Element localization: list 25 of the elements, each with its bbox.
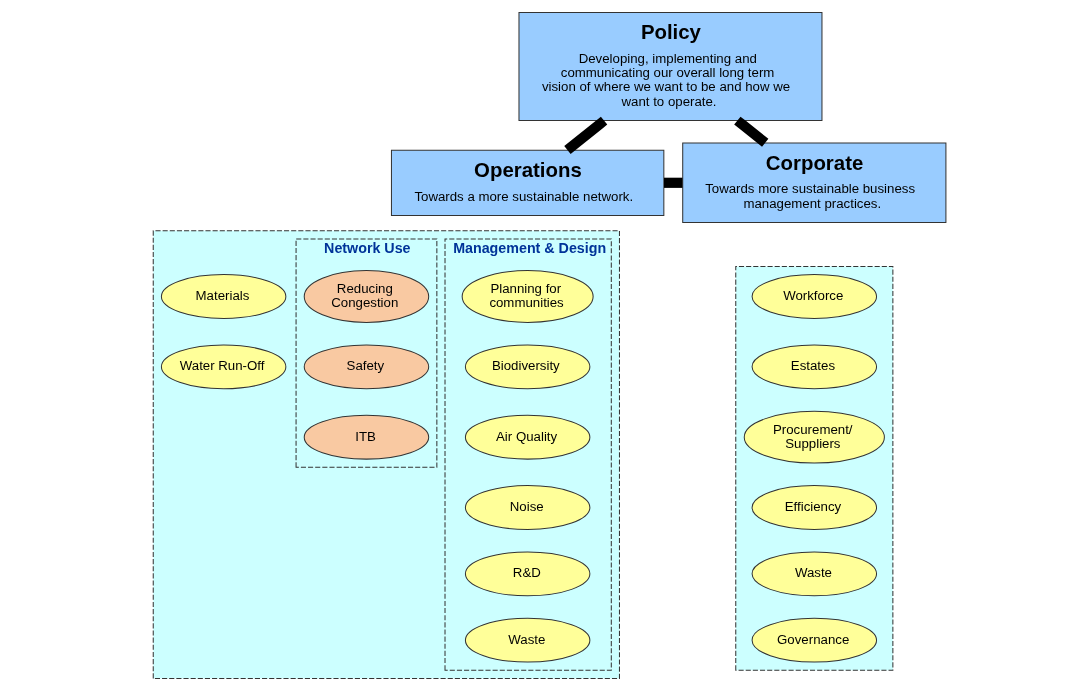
node-ellipse: Waste (464, 617, 591, 663)
cluster (152, 230, 620, 679)
node-ellipse: Materials (160, 274, 287, 319)
cluster (735, 265, 894, 671)
node-ellipse: Biodiversity (464, 344, 591, 390)
node-box: Operations Towards a more sustainable network. (390, 149, 665, 216)
node-box: Policy Developing, implementing and communicating our overall long term vision of where we want to be and how we want to operate. (518, 11, 823, 122)
node-ellipse: Waste (751, 551, 878, 597)
connector (664, 177, 683, 188)
node-ellipse: Efficiency (751, 485, 878, 530)
node-box: Corporate Towards more sustainable business management practices. (682, 142, 947, 224)
node-ellipse: ITB (303, 414, 430, 460)
node-ellipse: Reducing Congestion (303, 270, 430, 323)
node-ellipse: Planning for communities (461, 270, 594, 323)
node-ellipse: Procurement/ Suppliers (743, 410, 885, 464)
connector (734, 116, 769, 147)
node-ellipse: Air Quality (464, 414, 591, 460)
node-ellipse: Safety (303, 344, 430, 390)
connector (564, 116, 608, 154)
node-ellipse: Governance (751, 617, 878, 663)
node-ellipse: Estates (751, 344, 878, 390)
node-ellipse: Water Run-Off (160, 344, 287, 390)
node-ellipse: Noise (464, 485, 591, 530)
node-ellipse: R&D (464, 551, 591, 597)
node-ellipse: Workforce (751, 274, 878, 319)
